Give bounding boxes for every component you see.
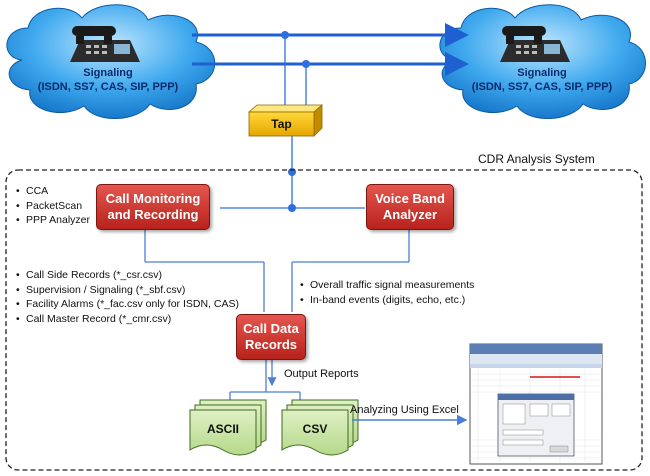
ascii-doc-stack bbox=[189, 399, 267, 456]
list-item: CCA bbox=[16, 184, 90, 199]
csv-doc-stack bbox=[281, 399, 359, 456]
list-item: Supervision / Signaling (*_sbf.csv) bbox=[16, 283, 239, 298]
list-item: Facility Alarms (*_fac.csv only for ISDN… bbox=[16, 297, 239, 312]
right-cloud-label: Signaling (ISDN, SS7, CAS, SIP, PPP) bbox=[452, 66, 632, 94]
voice-band-line2: Analyzer bbox=[382, 207, 438, 222]
voice-measurements-list: Overall traffic signal measurements In-b… bbox=[300, 278, 474, 307]
excel-screenshot bbox=[469, 343, 603, 465]
call-data-records-box: Call Data Records bbox=[236, 314, 306, 360]
list-item: Call Master Record (*_cmr.csv) bbox=[16, 312, 239, 327]
call-monitoring-line1: Call Monitoring bbox=[105, 191, 201, 206]
csv-label: CSV bbox=[302, 422, 328, 436]
call-monitoring-line2: and Recording bbox=[107, 207, 199, 222]
tap-box bbox=[247, 104, 324, 137]
voice-band-line1: Voice Band bbox=[375, 191, 445, 206]
ascii-label: ASCII bbox=[206, 422, 239, 436]
list-item: Overall traffic signal measurements bbox=[300, 278, 474, 293]
list-item: PacketScan bbox=[16, 199, 90, 214]
right-cloud-title: Signaling bbox=[517, 67, 567, 79]
call-data-line2: Records bbox=[244, 337, 297, 352]
left-cloud-label: Signaling (ISDN, SS7, CAS, SIP, PPP) bbox=[18, 66, 198, 94]
list-item: PPP Analyzer bbox=[16, 213, 90, 228]
voice-band-analyzer-box: Voice Band Analyzer bbox=[366, 184, 454, 230]
records-list: Call Side Records (*_csr.csv) Supervisio… bbox=[16, 268, 239, 326]
system-title: CDR Analysis System bbox=[478, 152, 595, 166]
list-item: Call Side Records (*_csr.csv) bbox=[16, 268, 239, 283]
call-monitoring-box: Call Monitoring and Recording bbox=[96, 184, 210, 230]
call-data-line1: Call Data bbox=[243, 321, 299, 336]
tap-label: Tap bbox=[271, 117, 292, 131]
output-reports-label: Output Reports bbox=[284, 368, 359, 380]
list-item: In-band events (digits, echo, etc.) bbox=[300, 293, 474, 308]
excel-caption: Analyzing Using Excel bbox=[350, 404, 459, 416]
tools-list: CCA PacketScan PPP Analyzer bbox=[16, 184, 90, 228]
phone-icon bbox=[500, 26, 570, 62]
right-cloud-protocols: (ISDN, SS7, CAS, SIP, PPP) bbox=[471, 81, 613, 93]
system-boundary bbox=[5, 169, 643, 471]
left-cloud-protocols: (ISDN, SS7, CAS, SIP, PPP) bbox=[37, 81, 179, 93]
left-cloud-title: Signaling bbox=[83, 67, 133, 79]
phone-icon bbox=[70, 26, 140, 62]
